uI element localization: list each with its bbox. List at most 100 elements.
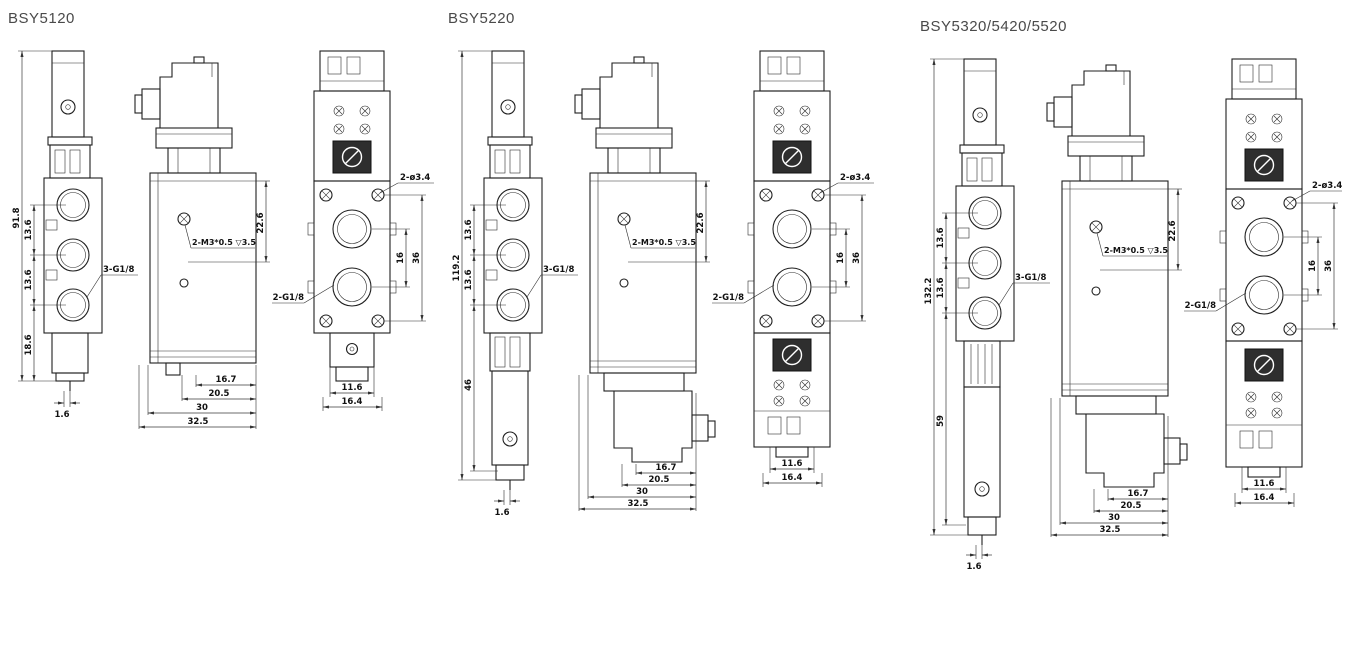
back-port-thread-label: 2-G1/8 bbox=[713, 293, 744, 303]
mount-hole-icon bbox=[177, 212, 191, 226]
manual-override-icon bbox=[772, 140, 812, 174]
dim-seg-b: 13.6 bbox=[936, 277, 946, 298]
solenoid-vent-icon bbox=[773, 123, 785, 135]
dim-seg-a: 13.6 bbox=[464, 219, 474, 240]
dim-w116: 11.6 bbox=[782, 459, 803, 469]
solenoid-vent-icon bbox=[1271, 407, 1283, 419]
solenoid-vent-icon bbox=[1245, 113, 1257, 125]
mount-screw-icon bbox=[1231, 322, 1245, 336]
back-view: 2-ø3.4 16 36 2-G1/8 11.6 16.4 bbox=[1184, 58, 1342, 507]
mount-screw-icon bbox=[371, 188, 385, 202]
front-view: 91.8 13.6 13.6 18.6 3-G1/8 1.6 bbox=[12, 50, 138, 420]
solenoid-vent-icon bbox=[773, 379, 785, 391]
drawing-group-bsy5120: BSY5120 91.8 bbox=[8, 10, 448, 593]
port-thread-label: 3-G1/8 bbox=[543, 265, 574, 275]
thread-note-label: 2-M3*0.5 ▽3.5 bbox=[632, 238, 696, 247]
dim-mount-pitch: 36 bbox=[852, 252, 862, 264]
mount-hole-icon bbox=[1089, 220, 1103, 234]
dim-seg-a: 13.6 bbox=[936, 227, 946, 248]
manual-override-icon bbox=[1244, 348, 1284, 382]
mount-screw-icon bbox=[1283, 322, 1297, 336]
solenoid-vent-icon bbox=[1271, 113, 1283, 125]
drawing-title: BSY5320/5420/5520 bbox=[920, 18, 1067, 35]
port-thread-label: 3-G1/8 bbox=[103, 265, 134, 275]
mount-hole-icon bbox=[617, 212, 631, 226]
solenoid-vent-icon bbox=[359, 123, 371, 135]
solenoid-vent-icon bbox=[359, 105, 371, 117]
side-view: 2-M3*0.5 ▽3.5 22.6 16.7 20.5 30 32.5 bbox=[574, 56, 716, 511]
dim-w164: 16.4 bbox=[782, 473, 803, 483]
drawing-title: BSY5220 bbox=[448, 10, 515, 27]
mount-screw-icon bbox=[319, 188, 333, 202]
mount-holes-label: 2-ø3.4 bbox=[840, 173, 870, 183]
dim-depth: 22.6 bbox=[696, 212, 706, 233]
bsy5220-drawing: 119.2 13.6 13.6 46 3-G1/8 1.6 bbox=[452, 50, 874, 518]
dim-bottom-offset: 1.6 bbox=[966, 562, 981, 572]
port-circle bbox=[1244, 275, 1284, 315]
solenoid-vent-icon bbox=[333, 123, 345, 135]
back-view: 2-ø3.4 16 36 2-G1/8 11.6 16.4 bbox=[712, 50, 874, 487]
port-circle bbox=[772, 209, 812, 249]
mount-screw-icon bbox=[1231, 196, 1245, 210]
solenoid-vent-icon bbox=[1271, 391, 1283, 403]
dim-depth: 22.6 bbox=[1168, 220, 1178, 241]
port-thread-label: 3-G1/8 bbox=[1015, 273, 1046, 283]
drawing-group-bsy5220: BSY5220 bbox=[448, 10, 888, 593]
dim-bottom-offset: 1.6 bbox=[54, 410, 69, 420]
dim-w30: 30 bbox=[196, 403, 208, 413]
dim-w164: 16.4 bbox=[342, 397, 363, 407]
dim-w116: 11.6 bbox=[342, 383, 363, 393]
dim-total-height: 91.8 bbox=[12, 207, 22, 228]
mount-screw-icon bbox=[811, 314, 825, 328]
dim-seg-a: 13.6 bbox=[24, 219, 34, 240]
dim-seg-c: 46 bbox=[464, 379, 474, 391]
side-view: 2-M3*0.5 ▽3.5 22.6 16.7 20.5 30 32.5 bbox=[1046, 64, 1188, 537]
solenoid-vent-icon bbox=[799, 123, 811, 135]
solenoid-vent-icon bbox=[773, 395, 785, 407]
dim-seg-c: 18.6 bbox=[24, 334, 34, 355]
dim-depth: 22.6 bbox=[256, 212, 266, 233]
solenoid-vent-icon bbox=[1245, 391, 1257, 403]
front-view: 132.2 13.6 13.6 59 3-G1/8 1.6 bbox=[924, 58, 1050, 572]
thread-note-label: 2-M3*0.5 ▽3.5 bbox=[192, 238, 256, 247]
dim-seg-b: 13.6 bbox=[464, 269, 474, 290]
mount-screw-icon bbox=[759, 314, 773, 328]
mount-screw-icon bbox=[1283, 196, 1297, 210]
pilot-screw-icon bbox=[60, 99, 76, 115]
solenoid-vent-icon bbox=[1271, 131, 1283, 143]
thread-note-label: 2-M3*0.5 ▽3.5 bbox=[1104, 246, 1168, 255]
dim-w30: 30 bbox=[636, 487, 648, 497]
mount-holes-label: 2-ø3.4 bbox=[400, 173, 430, 183]
dim-port-pitch: 16 bbox=[836, 252, 846, 264]
mount-screw-icon bbox=[811, 188, 825, 202]
back-port-thread-label: 2-G1/8 bbox=[273, 293, 304, 303]
front-view: 119.2 13.6 13.6 46 3-G1/8 1.6 bbox=[452, 50, 578, 518]
dim-w205: 20.5 bbox=[1121, 501, 1142, 511]
dim-w116: 11.6 bbox=[1254, 479, 1275, 489]
solenoid-vent-icon bbox=[333, 105, 345, 117]
manual-override-icon bbox=[332, 140, 372, 174]
mount-holes-label: 2-ø3.4 bbox=[1312, 181, 1342, 191]
dim-w325: 32.5 bbox=[628, 499, 649, 509]
dim-seg-b: 13.6 bbox=[24, 269, 34, 290]
dim-mount-pitch: 36 bbox=[412, 252, 422, 264]
port-circle bbox=[332, 267, 372, 307]
manual-override-icon bbox=[772, 338, 812, 372]
dim-w167: 16.7 bbox=[656, 463, 677, 473]
bsy5320-drawing: 132.2 13.6 13.6 59 3-G1/8 1.6 bbox=[924, 58, 1342, 572]
dim-total-height: 119.2 bbox=[452, 254, 462, 281]
solenoid-vent-icon bbox=[1245, 407, 1257, 419]
back-port-thread-label: 2-G1/8 bbox=[1185, 301, 1216, 311]
dim-w205: 20.5 bbox=[649, 475, 670, 485]
drawing-title: BSY5120 bbox=[8, 10, 75, 27]
dim-w325: 32.5 bbox=[188, 417, 209, 427]
dim-w167: 16.7 bbox=[1128, 489, 1149, 499]
port-circle bbox=[332, 209, 372, 249]
dim-port-pitch: 16 bbox=[396, 252, 406, 264]
dim-total-height: 132.2 bbox=[924, 277, 934, 304]
dim-w167: 16.7 bbox=[216, 375, 237, 385]
port-circle bbox=[1244, 217, 1284, 257]
mount-screw-icon bbox=[371, 314, 385, 328]
back-view: 2-ø3.4 16 36 2-G1/8 11.6 16.4 bbox=[272, 50, 434, 411]
dim-w205: 20.5 bbox=[209, 389, 230, 399]
